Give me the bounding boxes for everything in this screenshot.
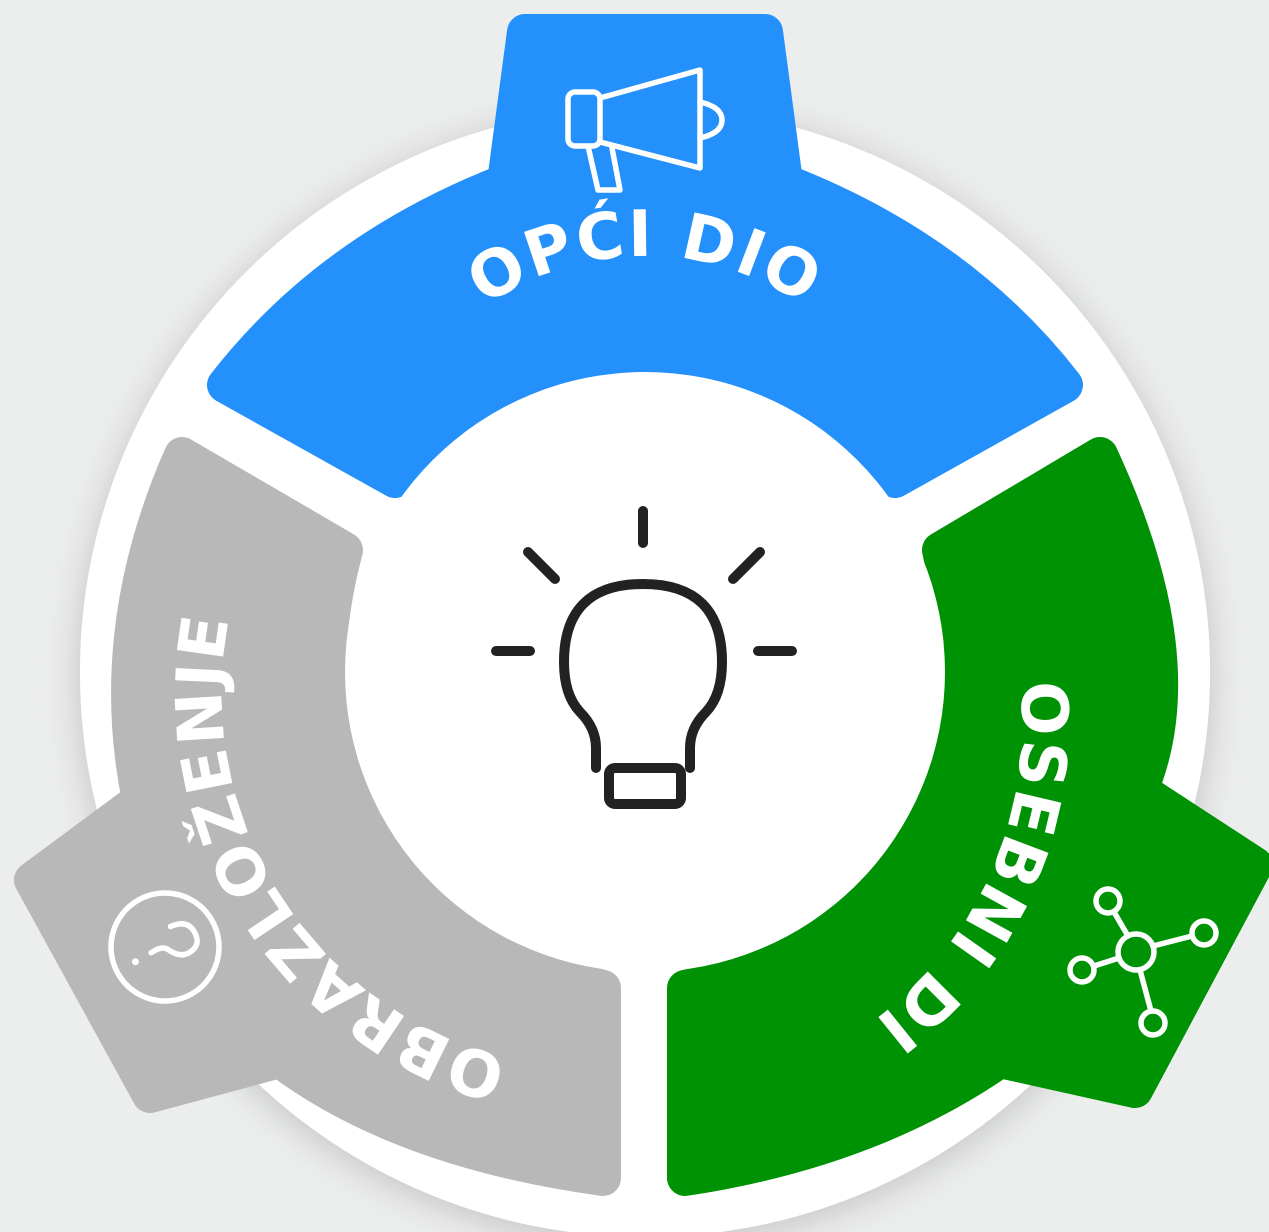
question-circle-icon xyxy=(108,890,222,1004)
center-disc xyxy=(345,372,945,972)
lightbulb-icon xyxy=(491,506,797,809)
segment-obrazlozenje-shape xyxy=(14,437,621,1196)
segment-opci-dio[interactable]: OPĆI DIO xyxy=(207,14,1083,498)
megaphone-icon xyxy=(565,67,725,193)
network-icon xyxy=(1067,886,1219,1038)
segment-opci-dio-shape xyxy=(207,14,1083,498)
segment-posebni-dio-shape xyxy=(667,437,1269,1196)
